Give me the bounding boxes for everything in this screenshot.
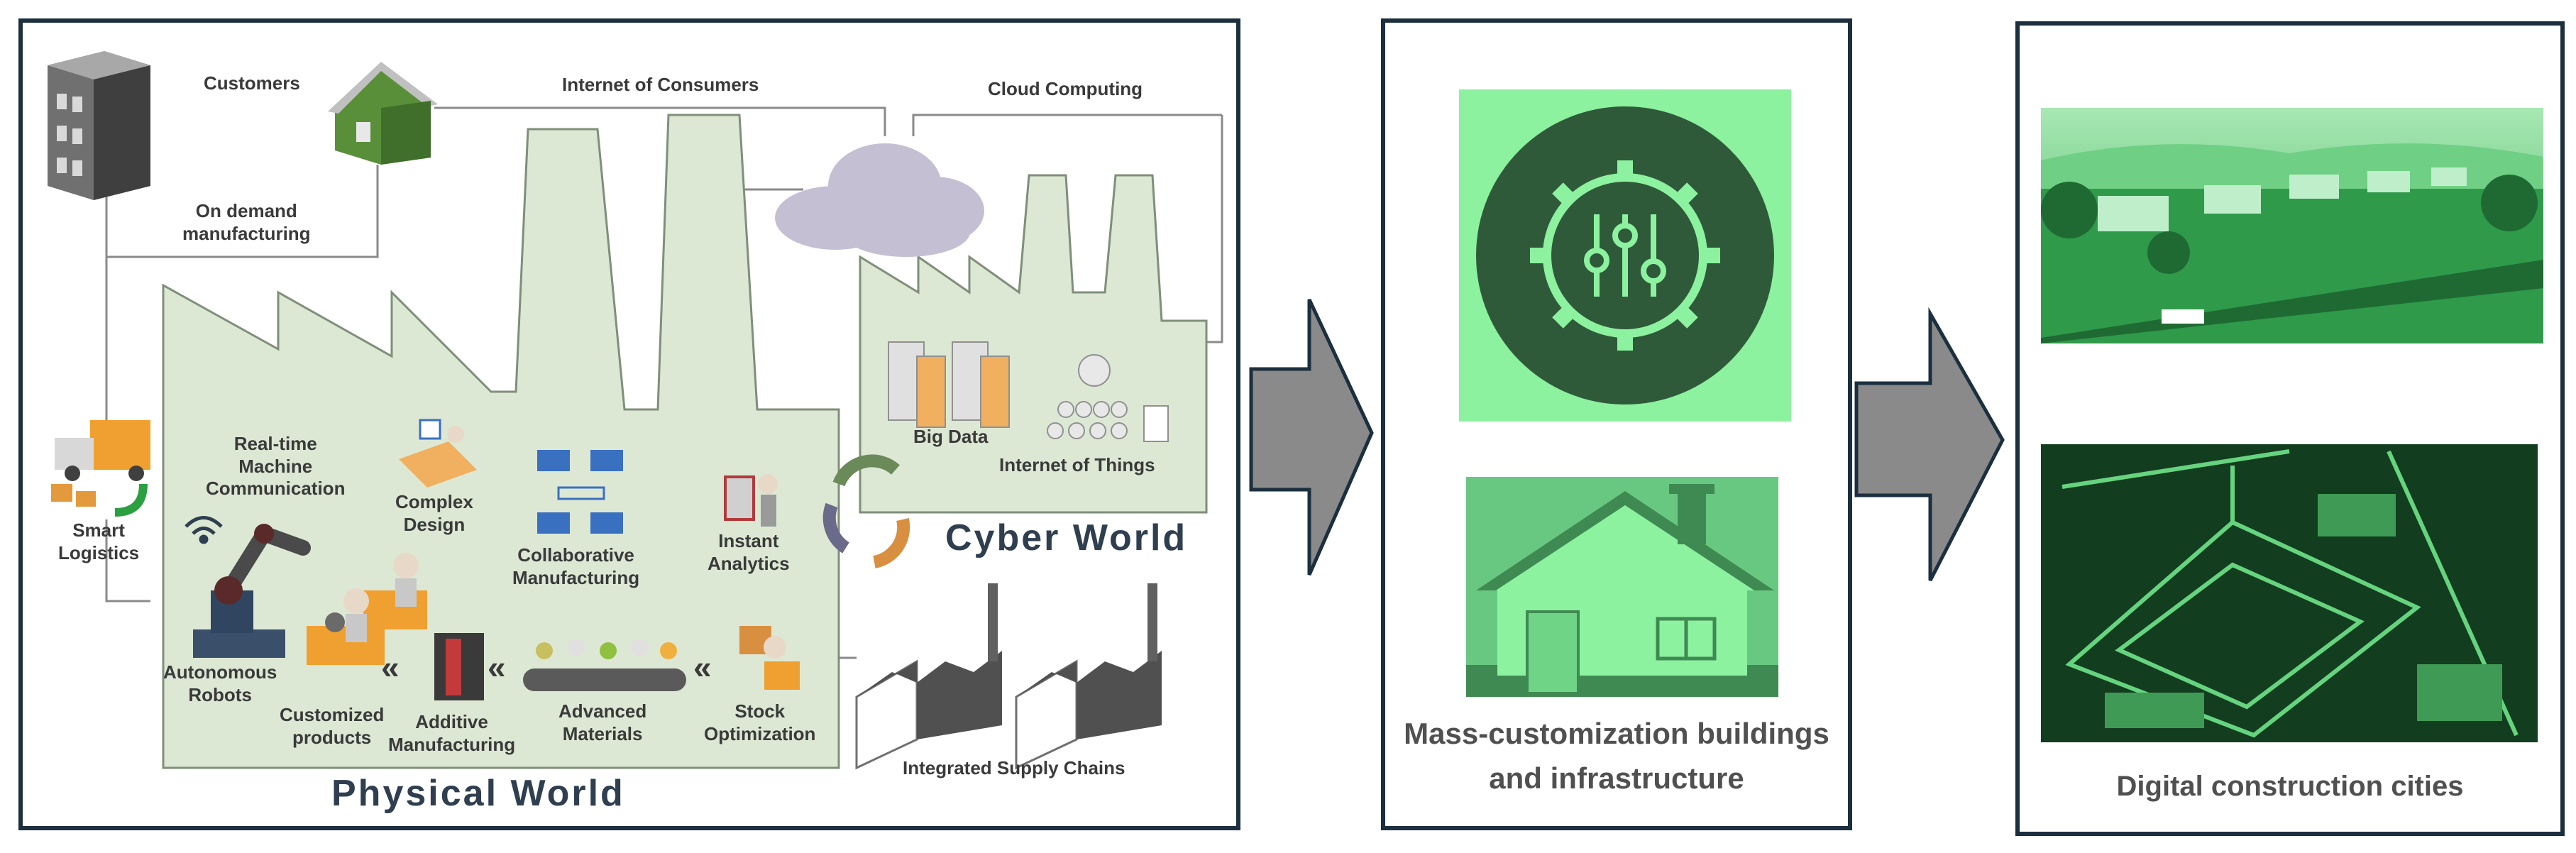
label-customers: Customers	[204, 72, 300, 94]
server-icon	[888, 341, 1010, 428]
digital-construction-panel: Digital construction cities	[2015, 21, 2565, 836]
cloud-icon	[775, 143, 984, 257]
label-stock-optimization: Stock Optimization	[704, 700, 816, 744]
cyber-world-title: Cyber World	[945, 517, 1188, 558]
panel2-graphics	[1459, 89, 1791, 697]
chevron-1: «	[381, 649, 400, 686]
neighborhood-photo	[2041, 108, 2543, 343]
wifi-icon	[185, 516, 223, 544]
gear-sliders-icon	[1530, 160, 1720, 351]
construction-site-photo	[2041, 444, 2538, 742]
label-cloud-computing: Cloud Computing	[988, 78, 1143, 99]
label-autonomous-robots: Autonomous Robots	[163, 661, 277, 705]
label-iot: Internet of Things	[999, 454, 1155, 475]
label-big-data: Big Data	[913, 426, 989, 447]
robot-arm-icon	[193, 524, 311, 658]
label-collaborative: Collaborative Manufacturing	[512, 544, 640, 588]
label-advanced-materials: Advanced Materials	[558, 700, 647, 744]
panel3-caption: Digital construction cities	[2116, 771, 2464, 802]
physical-factory-building	[162, 114, 840, 769]
chevron-2: «	[488, 649, 506, 686]
iot-network-icon	[1047, 354, 1169, 442]
label-complex-design: Complex Design	[395, 491, 473, 535]
conveyor-icon	[523, 639, 686, 691]
network-icon	[537, 450, 623, 534]
house-icon	[1466, 484, 1778, 697]
mass-customization-panel: Mass-customization buildings and infrast…	[1381, 18, 1852, 830]
cycle-arrows-icon	[822, 454, 910, 568]
factory-diagram	[48, 51, 1223, 770]
label-on-demand: On demand manufacturing	[182, 200, 311, 244]
label-real-time: Real-time Machine Communication	[206, 433, 346, 500]
label-additive: Additive Manufacturing	[388, 711, 516, 755]
office-building-icon	[48, 51, 150, 200]
label-smart-logistics: Smart Logistics	[58, 519, 140, 563]
physical-cyber-world-panel: Customers Internet of Consumers Cloud Co…	[18, 18, 1240, 830]
printer-icon	[434, 633, 484, 700]
chevron-3: «	[693, 649, 712, 686]
forklift-icon	[739, 626, 800, 690]
flow-arrow-1	[1249, 298, 1374, 576]
design-desk-icon	[399, 419, 477, 488]
workers-icon	[307, 553, 427, 665]
label-supply-chains: Integrated Supply Chains	[903, 757, 1125, 778]
house-icon	[328, 62, 438, 165]
label-internet-of-consumers: Internet of Consumers	[562, 74, 759, 95]
physical-world-title: Physical World	[331, 773, 625, 814]
truck-icon	[51, 420, 150, 517]
factory-icon	[855, 583, 1162, 770]
label-customized-products: Customized products	[280, 704, 385, 748]
label-instant-analytics: Instant Analytics	[708, 530, 790, 574]
panel3-graphics	[2041, 108, 2543, 742]
flow-arrow-2	[1854, 307, 2005, 582]
panel2-caption: Mass-customization buildings and infrast…	[1404, 717, 1829, 795]
analytics-icon	[724, 474, 778, 527]
